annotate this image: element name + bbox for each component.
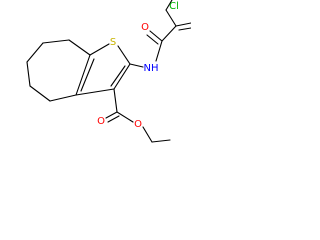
bond [89, 43, 110, 56]
bond [165, 9, 177, 27]
bond [129, 63, 144, 68]
chlorine-label: Cl [169, 1, 179, 12]
bond [155, 40, 163, 62]
sulfur-label: S [110, 37, 116, 48]
bond [80, 58, 95, 92]
thiophene-ring [75, 43, 131, 96]
bond [142, 126, 153, 143]
bond [113, 63, 131, 90]
amide-oxygen-label: O [141, 22, 149, 33]
bond [149, 30, 163, 42]
chlorobenzene-ring [165, 0, 191, 31]
bond [117, 45, 131, 65]
bond [116, 111, 134, 123]
bond [146, 34, 159, 45]
ester-carbonyl-oxygen-label: O [97, 116, 105, 127]
bond [107, 115, 120, 123]
bond [165, 0, 173, 11]
cycloheptane-ring [26, 39, 91, 102]
bond [105, 111, 118, 119]
bond [113, 88, 118, 113]
amide-nitrogen-label: NH [144, 63, 159, 74]
bond [49, 94, 77, 102]
bond [42, 39, 70, 44]
bond [110, 65, 126, 87]
bond [178, 27, 191, 31]
amide-group [129, 25, 177, 68]
ester-group [105, 88, 171, 143]
bond [75, 88, 115, 96]
bond [161, 25, 177, 42]
bond [26, 61, 31, 87]
bond [75, 54, 91, 96]
molecule-structure: S NH Cl O O O [26, 0, 191, 143]
bond [29, 85, 51, 102]
ester-oxygen-label: O [134, 119, 142, 130]
bond [68, 39, 91, 56]
bond [26, 42, 44, 63]
bond [151, 139, 171, 143]
bond [175, 22, 191, 27]
